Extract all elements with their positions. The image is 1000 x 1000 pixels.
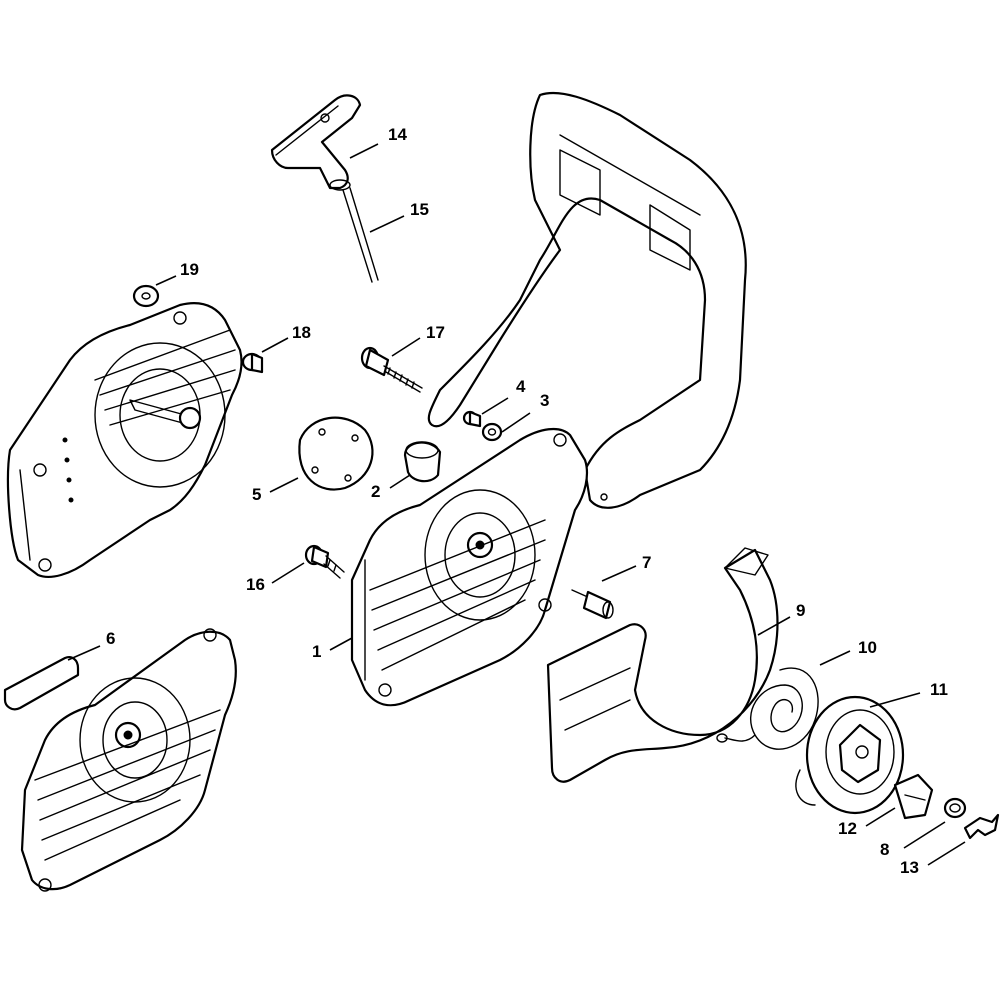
callout-14: 14 (388, 125, 407, 144)
callout-12: 12 (838, 819, 857, 838)
cover-plate-5 (298, 416, 374, 491)
washer-3 (481, 422, 503, 442)
washer-8 (943, 797, 967, 819)
callout-labels: 14 15 19 18 17 4 3 5 2 16 7 6 1 9 10 11 … (106, 125, 948, 877)
spring-clip-13 (963, 813, 1000, 840)
callout-18: 18 (292, 323, 311, 342)
callout-16: 16 (246, 575, 265, 594)
label-plate-6 (3, 656, 80, 711)
screw-16 (304, 544, 345, 579)
sleeve-7 (571, 589, 614, 620)
callout-7: 7 (642, 553, 651, 572)
callout-8: 8 (880, 840, 889, 859)
callout-10: 10 (858, 638, 877, 657)
screw-4 (462, 410, 482, 428)
pawl-12 (893, 773, 934, 820)
starter-rope (342, 187, 379, 283)
callout-9: 9 (796, 601, 805, 620)
sleeve-18 (241, 352, 264, 374)
callout-19: 19 (180, 260, 199, 279)
spring-cover-9 (546, 547, 779, 783)
starter-grip (270, 94, 362, 191)
washer-19 (132, 284, 160, 308)
callout-1: 1 (312, 642, 321, 661)
leader-lines (67, 143, 966, 866)
handle-guard (427, 91, 747, 509)
fan-housing-lower-left (20, 628, 237, 892)
screw-17 (360, 346, 423, 393)
callout-2: 2 (371, 482, 380, 501)
callout-3: 3 (540, 391, 549, 410)
fan-housing-1 (350, 427, 589, 707)
callout-5: 5 (252, 485, 261, 504)
buffer-2 (403, 441, 442, 483)
rope-rotor-11 (795, 695, 905, 815)
fan-housing-upper-left (6, 302, 243, 578)
callout-6: 6 (106, 629, 115, 648)
callout-17: 17 (426, 323, 445, 342)
callout-4: 4 (516, 377, 526, 396)
callout-15: 15 (410, 200, 429, 219)
rewind-spring-10 (716, 667, 819, 750)
callout-13: 13 (900, 858, 919, 877)
callout-11: 11 (930, 680, 948, 699)
